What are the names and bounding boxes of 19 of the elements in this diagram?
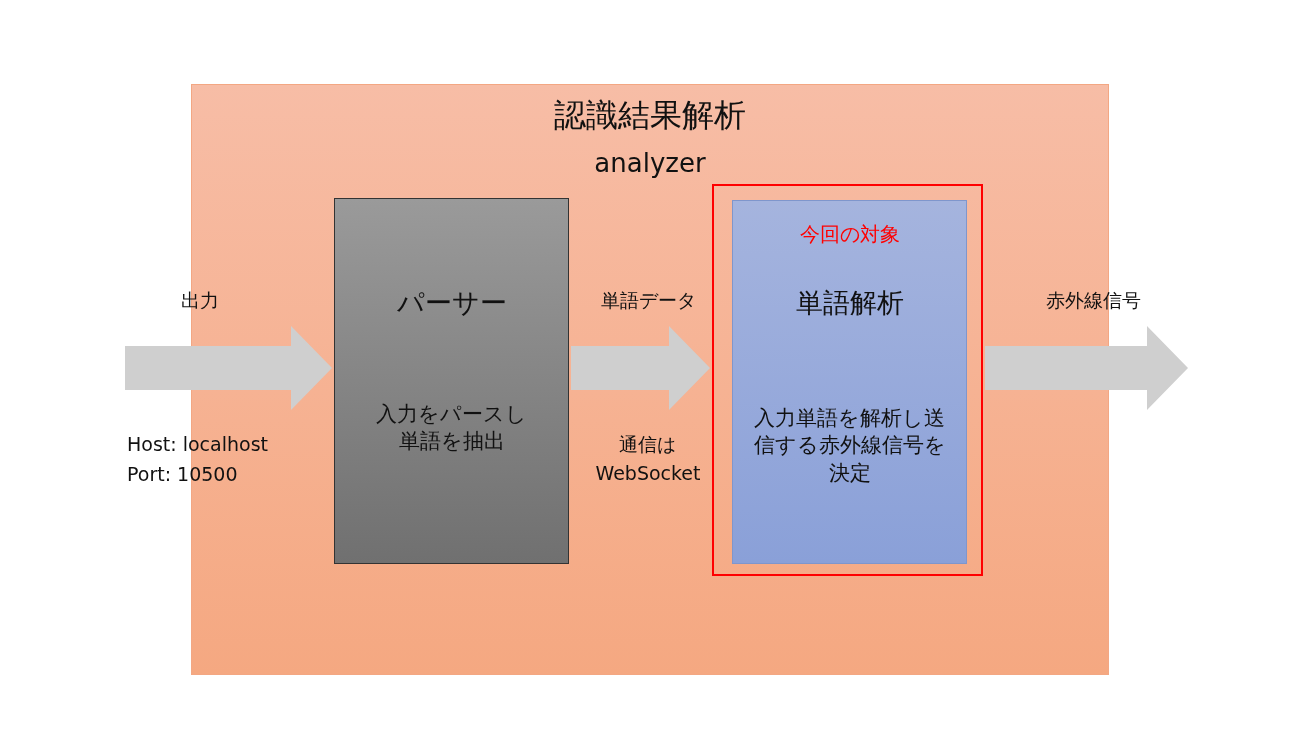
highlight-frame bbox=[712, 184, 983, 576]
box-title: パーサー bbox=[395, 286, 508, 320]
block-arrow bbox=[571, 326, 710, 410]
edge-label: 単語データ bbox=[600, 288, 696, 313]
protocol-note: 通信はWebSocket bbox=[594, 432, 702, 486]
edge-label: 赤外線信号 bbox=[1045, 288, 1141, 313]
block-arrow bbox=[125, 326, 332, 410]
target-note: 今回の対象 bbox=[798, 221, 901, 247]
connection-info: Port: 10500 bbox=[127, 462, 238, 487]
box-description: 入力をパースし単語を抽出 bbox=[375, 401, 528, 456]
panel-title: 認識結果解析 bbox=[553, 95, 747, 136]
box-description: 入力単語を解析し送信する赤外線信号を決定 bbox=[752, 405, 947, 487]
panel-subtitle: analyzer bbox=[593, 147, 707, 180]
connection-info: Host: localhost bbox=[127, 432, 268, 457]
block-arrow bbox=[985, 326, 1188, 410]
box-title: 単語解析 bbox=[794, 286, 905, 320]
parser-box bbox=[334, 198, 569, 564]
analysis-box bbox=[732, 200, 967, 564]
edge-label: 出力 bbox=[181, 288, 219, 313]
